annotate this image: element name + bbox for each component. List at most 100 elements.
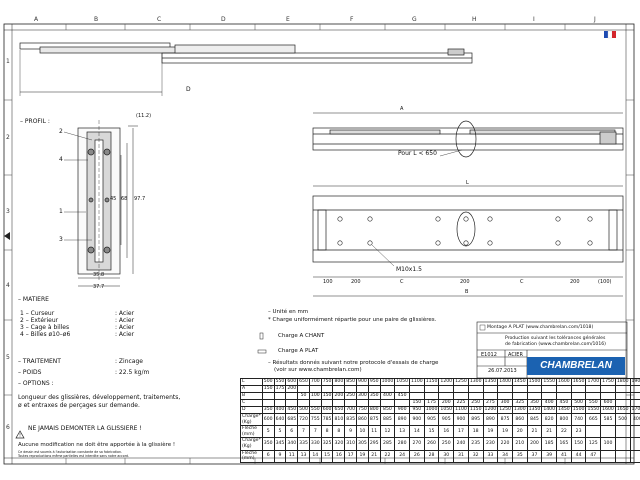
table-cell: 19	[356, 449, 369, 463]
table-cell: 800	[556, 412, 572, 427]
table-cell: 650	[297, 378, 310, 386]
table-cell: 400	[629, 412, 640, 427]
col-label: D	[221, 16, 226, 23]
table-cell: 1550	[585, 406, 602, 414]
table-cell: 1500	[526, 378, 543, 386]
outer-frame	[3, 23, 635, 465]
pour-l-label: Pour L < 650	[398, 150, 437, 157]
row-label: 2	[6, 134, 10, 141]
table-cell: 350	[261, 437, 275, 451]
table-cell	[511, 385, 528, 393]
part-leaders	[63, 131, 93, 241]
dim-l-label: L	[466, 180, 469, 186]
table-cell: 1700	[629, 406, 640, 414]
table-cell: 875	[497, 412, 513, 427]
brand-logo: CHAMBRELAN	[527, 357, 625, 375]
table-cell	[344, 385, 358, 393]
tolerance-note: Production suivant les tolérances généra…	[505, 336, 606, 341]
table-cell	[332, 385, 346, 393]
row-label: 4	[6, 282, 10, 289]
col-label: J	[594, 16, 596, 23]
table-cell: 1550	[541, 378, 558, 386]
table-cell: 33	[482, 449, 499, 463]
table-cell: 9	[344, 425, 358, 439]
dim-100-label: 100	[323, 279, 333, 285]
matiere-line: 2 – Extérieur	[20, 317, 59, 324]
table-cell	[541, 385, 558, 393]
table-cell: 150	[320, 392, 334, 400]
table-cell	[614, 392, 631, 400]
table-cell: 11	[367, 425, 381, 439]
results-note: – Résultats donnés suivant notre protoco…	[268, 360, 439, 366]
col-label: I	[533, 16, 535, 23]
table-cell	[467, 392, 484, 400]
matiere-line: 3 – Cage à billes	[20, 324, 70, 331]
table-cell	[394, 385, 410, 393]
table-cell: 1400	[497, 378, 513, 386]
table-cell: 14	[409, 425, 425, 439]
table-cell: 1000	[423, 406, 440, 414]
table-cell: 240	[453, 437, 469, 451]
material: ACIER	[508, 352, 523, 358]
table-cell: 220	[497, 437, 513, 451]
col-label: C	[157, 16, 162, 23]
table-cell	[556, 392, 572, 400]
table-cell	[423, 392, 440, 400]
traitement-value: : Zincage	[115, 358, 143, 365]
table-cell: 21	[541, 425, 558, 439]
table-cell: 450	[556, 399, 572, 407]
table-cell: 750	[356, 406, 369, 414]
table-cell: 12	[379, 425, 396, 439]
title-block	[476, 321, 628, 379]
flag-blue	[604, 31, 608, 38]
table-cell	[629, 392, 640, 400]
table-cell: 37	[526, 449, 543, 463]
table-cell: 350	[526, 399, 543, 407]
table-cell	[261, 392, 275, 400]
table-cell	[379, 399, 396, 407]
row-label: 3	[6, 208, 10, 215]
table-cell	[438, 385, 455, 393]
table-cell: 47	[585, 449, 602, 463]
table-cell	[629, 399, 640, 407]
table-cell: 11	[285, 449, 299, 463]
table-cell: 30	[438, 449, 455, 463]
table-cell: 200	[332, 392, 346, 400]
table-cell: 600	[261, 412, 275, 427]
table-cell: 39	[541, 449, 558, 463]
table-cell: 1250	[497, 406, 513, 414]
table-cell: 950	[367, 378, 381, 386]
table-cell: 8	[332, 425, 346, 439]
plat-note: Charge A PLAT	[278, 348, 319, 354]
table-cell	[297, 399, 310, 407]
part-number: 3	[59, 236, 63, 243]
table-cell	[379, 385, 396, 393]
table-cell: 44	[570, 449, 587, 463]
dim-200-label: 200	[351, 279, 361, 285]
matiere-value: : Acier	[115, 331, 135, 338]
table-cell	[285, 399, 299, 407]
table-cell: 9	[273, 449, 287, 463]
table-cell: 900	[394, 406, 410, 414]
warning-note: Aucune modification ne doit être apporté…	[18, 442, 176, 448]
table-cell: 1800	[614, 378, 631, 386]
table-cell: 850	[379, 406, 396, 414]
table-cell: 22	[379, 449, 396, 463]
profil-title: – PROFIL :	[20, 118, 50, 125]
table-cell: 1600	[556, 378, 572, 386]
poids-label: – POIDS	[18, 369, 42, 376]
table-cell: 450	[285, 406, 299, 414]
table-cell: 21	[526, 425, 543, 439]
table-cell	[600, 385, 616, 393]
table-cell: 905	[423, 412, 440, 427]
table-cell: 1400	[541, 406, 558, 414]
table-cell	[297, 385, 310, 393]
options-text: ø et entraxes de perçages sur demande.	[18, 402, 140, 409]
row-label: 6	[6, 424, 10, 431]
dim-377: 37.7	[93, 284, 105, 290]
table-cell: 1450	[511, 378, 528, 386]
